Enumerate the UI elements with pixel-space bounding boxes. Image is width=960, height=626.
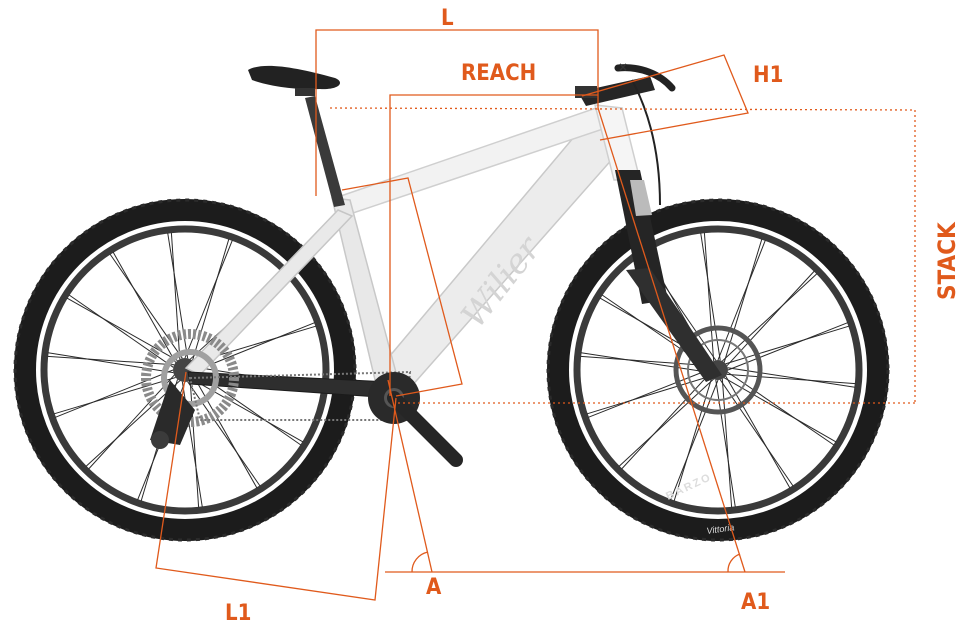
spoke: [47, 355, 175, 366]
seat-angle-arc: [411, 551, 429, 573]
spoke: [193, 377, 258, 489]
spoke: [189, 380, 200, 508]
spoke: [192, 239, 230, 361]
h1-dimension-box: [581, 54, 749, 141]
spoke: [196, 322, 315, 371]
spoke: [727, 322, 848, 371]
spoke: [170, 232, 181, 360]
spoke: [727, 371, 835, 446]
label-a1: A1: [741, 590, 770, 615]
label-a: A: [426, 575, 442, 600]
reach-dimension-line: [389, 94, 598, 396]
label-h1: H1: [753, 63, 783, 88]
spoke: [88, 374, 175, 470]
spoke: [68, 294, 174, 368]
l1-dimension-line: [155, 371, 397, 601]
geometry-overlay: [155, 29, 916, 601]
spoke: [717, 240, 766, 361]
label-reach: REACH: [461, 61, 536, 86]
spoke: [726, 270, 815, 367]
drivetrain: [141, 329, 463, 467]
front-wheel: [546, 198, 890, 542]
seat-angle-line: [387, 379, 433, 573]
spoke: [723, 238, 763, 363]
bike-illustration: BARZO Vittoria Wilier: [13, 60, 890, 542]
spoke: [586, 375, 711, 415]
tire-brand-text: BARZO: [664, 471, 714, 503]
svg-text:×: ×: [618, 60, 628, 74]
spoke: [725, 325, 850, 365]
spoke: [618, 378, 715, 467]
head-angle-arc: [727, 553, 741, 573]
frame: Wilier: [184, 104, 641, 399]
label-stack: STACK: [933, 221, 960, 300]
spoke: [48, 352, 174, 374]
spoke: [588, 369, 709, 418]
l-dimension-line: [315, 29, 599, 196]
spoke: [621, 373, 710, 470]
spoke: [112, 251, 177, 363]
spoke: [54, 377, 176, 415]
head-angle-line: [597, 107, 746, 573]
tire-maker-text: Vittoria: [706, 522, 735, 536]
cockpit: ×: [575, 60, 676, 206]
seatpost-saddle: [248, 65, 345, 207]
label-l1: L1: [225, 601, 251, 626]
spoke: [55, 369, 174, 418]
rear-wheel: [13, 198, 357, 542]
geometry-labels: L REACH H1 STACK L1 A A1: [225, 6, 960, 626]
spoke: [721, 273, 818, 362]
label-l: L: [441, 6, 454, 31]
spoke: [85, 380, 181, 467]
spoke: [719, 379, 794, 487]
seat-tube-box: [341, 177, 463, 397]
